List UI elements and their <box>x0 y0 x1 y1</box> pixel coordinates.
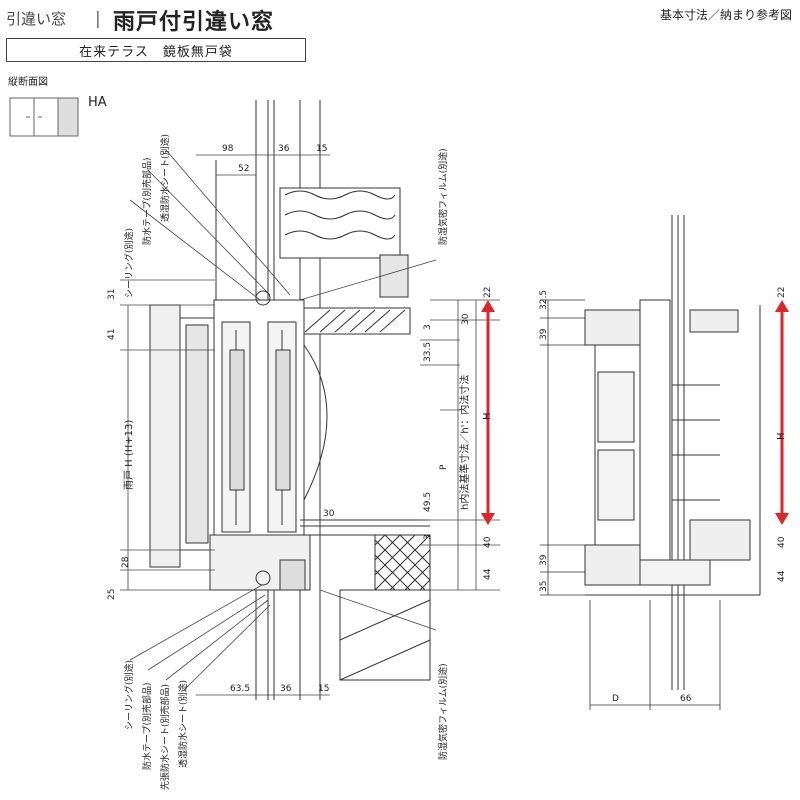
callout-tape-top: 防水テープ(別売部品) <box>141 158 153 245</box>
callout-sealing-bottom: シーリング(別途) <box>123 660 135 730</box>
dim-right-22: 22 <box>777 287 787 298</box>
left-section-drawing <box>149 100 431 700</box>
label-amado-h: 雨戸 H (H+13) <box>123 420 135 490</box>
dim-r-22: 22 <box>483 287 493 298</box>
callout-film-bottom: 防湿気密フィルム(別途) <box>437 663 449 760</box>
type-label: HA <box>88 95 107 110</box>
dim-in-3a: 3 <box>423 324 433 330</box>
callout-sheet-bottom: 透湿防水シート(別途) <box>177 680 189 768</box>
h-arrow-left <box>481 300 495 525</box>
dim-right-39a: 39 <box>539 328 549 340</box>
callout-sealing-top: シーリング(別途) <box>123 228 135 298</box>
dim-r-44: 44 <box>483 568 493 580</box>
dim-right-D: D <box>612 694 619 704</box>
callout-tape-bottom: 防水テープ(別売部品) <box>141 683 153 770</box>
dim-v-31: 31 <box>107 289 117 300</box>
subtitle-text: 在来テラス 鏡板無戸袋 <box>79 44 233 60</box>
title-separator: | <box>95 9 101 29</box>
dim-r-30: 30 <box>461 313 471 325</box>
dim-top-36: 36 <box>278 144 290 154</box>
callout-film-top: 防湿気密フィルム(別途) <box>437 148 449 245</box>
h-arrow-right <box>775 300 789 525</box>
category-label: 引違い窓 <box>6 10 67 28</box>
right-section-drawing <box>540 215 761 710</box>
dim-bottom-63-5: 63.5 <box>230 684 250 694</box>
dim-v-25: 25 <box>107 589 117 600</box>
dim-bottom-15: 15 <box>318 684 329 694</box>
dim-v-41: 41 <box>107 329 117 340</box>
dim-in-49-5: 49.5 <box>423 492 433 512</box>
dim-in-P: P <box>439 464 449 470</box>
dim-top-52: 52 <box>238 164 249 174</box>
dim-in-33-5: 33.5 <box>423 342 433 362</box>
callout-pre-sheet-bottom: 先張防水シート(別売部品) <box>159 684 171 790</box>
dim-right-39b: 39 <box>539 554 549 566</box>
dim-top-98: 98 <box>222 144 234 154</box>
page-title: 雨戸付引違い窓 <box>113 10 275 35</box>
dim-in-30: 30 <box>323 509 335 519</box>
subtitle-box: 在来テラス 鏡板無戸袋 <box>6 38 306 62</box>
callout-sheet-top: 透湿防水シート(別途) <box>159 134 171 222</box>
dim-right-40: 40 <box>777 536 787 548</box>
left-dimension-lines <box>120 149 500 696</box>
dim-right-35: 35 <box>539 581 549 592</box>
reference-label: 基本寸法／納まり参考図 <box>659 8 792 22</box>
label-H-right: H <box>776 432 787 440</box>
section-label: 縦断面図 <box>8 77 48 88</box>
label-inner-h: h内法基準寸法／h'：内法寸法 <box>458 375 471 510</box>
window-type-icon <box>9 97 79 137</box>
dim-r-40: 40 <box>483 536 493 548</box>
dim-right-32-5: 32.5 <box>539 290 549 310</box>
dim-bottom-36: 36 <box>280 684 292 694</box>
dim-in-3b: 3 <box>423 534 433 540</box>
dim-top-15: 15 <box>316 144 327 154</box>
dim-right-66: 66 <box>680 694 692 704</box>
dim-v-28: 28 <box>121 556 131 568</box>
dim-right-44: 44 <box>777 570 787 582</box>
label-H-left: H <box>482 412 493 420</box>
